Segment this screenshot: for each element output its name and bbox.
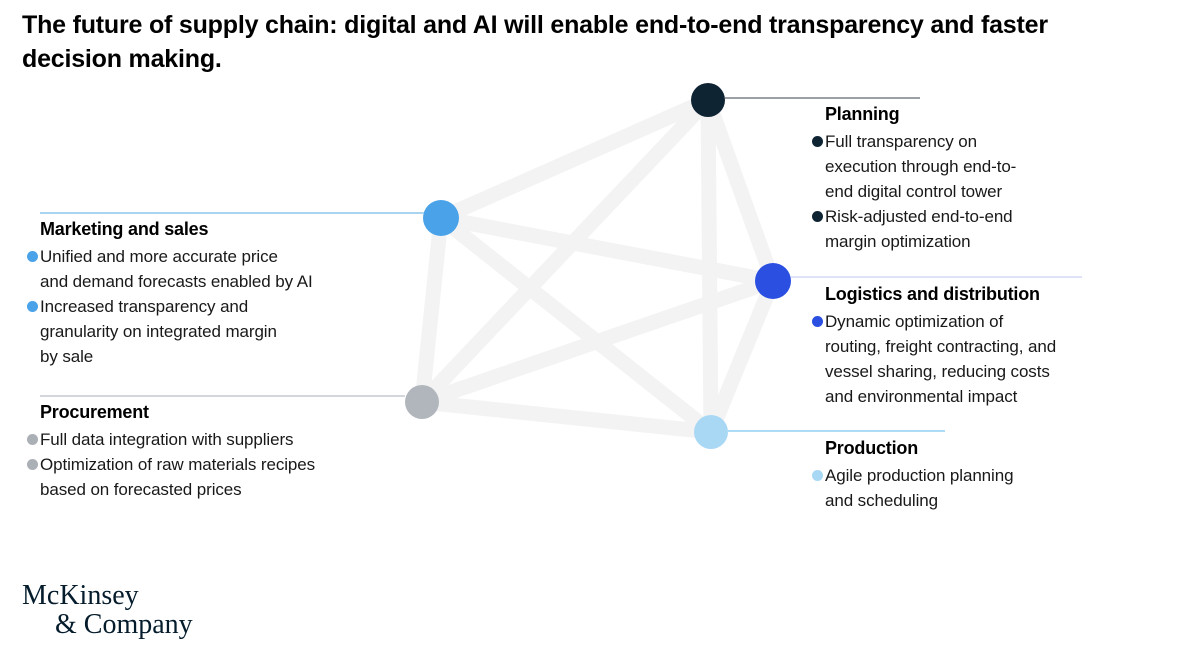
section-bullets-marketing: Unified and more accurate price and dema… — [27, 244, 437, 369]
bullet-item: Optimization of raw materials recipes ba… — [27, 452, 437, 502]
edge-procurement-logistics — [419, 273, 776, 410]
edge-marketing-production — [436, 212, 716, 438]
section-logistics-and-distribution: Logistics and distribution Dynamic optim… — [812, 283, 1122, 409]
bullet-dot — [27, 434, 38, 445]
bullet-item: Increased transparency and granularity o… — [27, 294, 437, 369]
logo-line-2: & Company — [55, 609, 193, 640]
section-bullets-production: Agile production planning and scheduling — [812, 463, 1102, 513]
node-marketing — [423, 200, 459, 236]
edge-planning-marketing — [437, 93, 712, 225]
section-marketing-and-sales: Marketing and sales Unified and more acc… — [27, 218, 437, 369]
bullet-text: Increased transparency and granularity o… — [40, 297, 277, 366]
section-bullets-logistics: Dynamic optimization of routing, freight… — [812, 309, 1122, 409]
bullet-item: Full transparency on execution through e… — [812, 129, 1102, 204]
section-bullets-planning: Full transparency on execution through e… — [812, 129, 1102, 254]
section-title-planning: Planning — [825, 104, 900, 124]
node-production — [694, 415, 728, 449]
logo-line-1: McKinsey — [22, 580, 139, 611]
bullet-item: Agile production planning and scheduling — [812, 463, 1102, 513]
bullet-text: Unified and more accurate price and dema… — [40, 247, 313, 291]
bullet-text: Dynamic optimization of routing, freight… — [825, 312, 1057, 406]
edge-marketing-logistics — [439, 210, 775, 289]
planning-connector-line — [725, 97, 920, 99]
page-title: The future of supply chain: digital and … — [22, 11, 1048, 73]
bullet-text: Full data integration with suppliers — [40, 430, 294, 449]
bullet-item: Unified and more accurate price and dema… — [27, 244, 437, 294]
edge-procurement-production — [421, 394, 712, 440]
section-title-marketing: Marketing and sales — [40, 219, 209, 239]
section-production: Production Agile production planning and… — [812, 437, 1102, 513]
bullet-dot — [27, 251, 38, 262]
bullet-dot — [27, 301, 38, 312]
bullet-item: Full data integration with suppliers — [27, 427, 437, 452]
section-title-production: Production — [825, 438, 918, 458]
node-logistics — [755, 263, 791, 299]
production-connector-line — [728, 430, 945, 432]
bullet-text: Risk-adjusted end-to-end margin optimiza… — [825, 207, 1013, 251]
bullet-dot — [812, 211, 823, 222]
bullet-dot — [812, 316, 823, 327]
bullet-item: Risk-adjusted end-to-end margin optimiza… — [812, 204, 1102, 254]
edge-planning-procurement — [416, 94, 714, 408]
section-title-procurement: Procurement — [40, 402, 149, 422]
bullet-item: Dynamic optimization of routing, freight… — [812, 309, 1122, 409]
edge-logistics-production — [704, 278, 780, 435]
node-planning — [691, 83, 725, 117]
procurement-connector-line — [40, 395, 405, 397]
bullet-text: Full transparency on execution through e… — [825, 132, 1017, 201]
bullet-dot — [27, 459, 38, 470]
mckinsey-logo: McKinsey & Company — [22, 581, 193, 639]
node-procurement — [405, 385, 439, 419]
section-procurement: Procurement Full data integration with s… — [27, 401, 437, 502]
logistics-connector-line — [791, 276, 1082, 278]
edge-marketing-procurement — [414, 217, 449, 403]
section-planning: Planning Full transparency on execution … — [812, 103, 1102, 254]
section-title-logistics: Logistics and distribution — [825, 284, 1040, 304]
edge-planning-logistics — [700, 97, 781, 284]
bullet-dot — [812, 136, 823, 147]
marketing-connector-line — [40, 212, 424, 214]
bullet-text: Agile production planning and scheduling — [825, 466, 1014, 510]
bullet-text: Optimization of raw materials recipes ba… — [40, 455, 316, 499]
bullet-dot — [812, 470, 823, 481]
